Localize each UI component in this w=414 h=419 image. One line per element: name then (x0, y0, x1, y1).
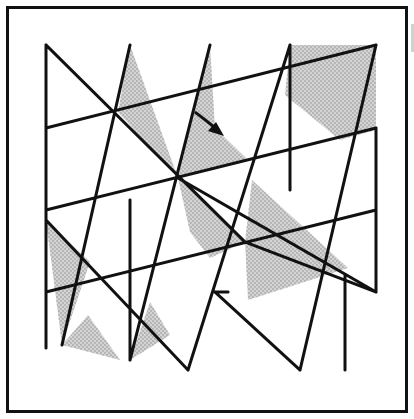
shaded-region-3 (285, 45, 376, 140)
shaded-region-8 (62, 315, 120, 360)
diagonal-down-5 (215, 292, 300, 370)
shaded-region-2 (178, 45, 248, 178)
